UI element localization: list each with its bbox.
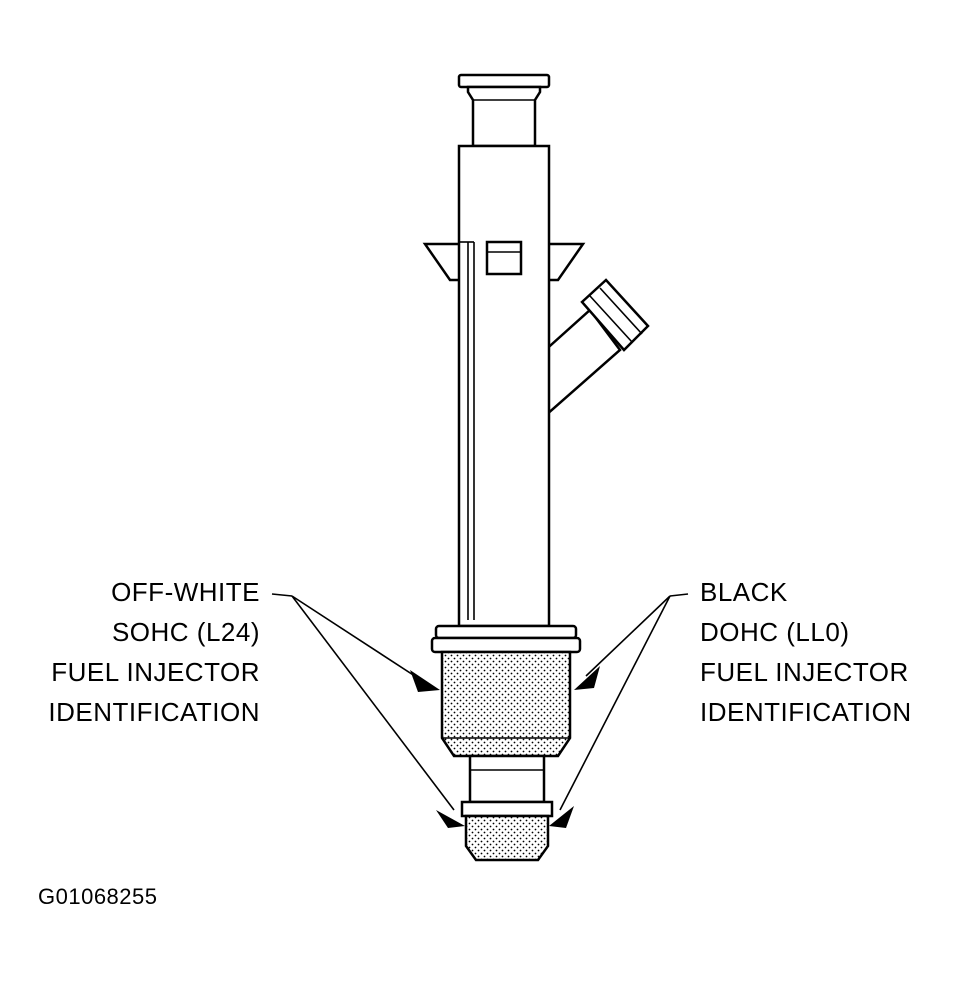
sohc-injector-label: OFF-WHITE SOHC (L24) FUEL INJECTOR IDENT… <box>48 572 260 732</box>
injector-body <box>457 144 551 628</box>
upper-identification-band <box>440 650 572 758</box>
figure-id: G01068255 <box>38 884 158 909</box>
label-right-line-4: IDENTIFICATION <box>700 697 912 727</box>
right-arrowhead-upper <box>574 666 600 690</box>
label-right-line-3: FUEL INJECTOR <box>700 657 909 687</box>
injector-nozzle-shaft <box>468 754 546 804</box>
left-arrowhead-upper <box>410 670 440 692</box>
label-left-line-4: IDENTIFICATION <box>48 697 260 727</box>
label-left-line-2: SOHC (L24) <box>111 617 260 647</box>
label-left-line-3: FUEL INJECTOR <box>51 657 260 687</box>
left-arrowhead-lower <box>436 810 465 828</box>
label-right-line-2: DOHC (LL0) <box>700 617 850 647</box>
dohc-injector-label: BLACK DOHC (LL0) FUEL INJECTOR IDENTIFIC… <box>700 572 912 732</box>
injector-inlet-cap <box>457 73 551 148</box>
left-leader-lines <box>271 593 465 828</box>
label-left-line-1: OFF-WHITE <box>111 577 260 607</box>
right-arrowhead-lower <box>549 806 574 828</box>
right-leader-lines <box>549 593 689 828</box>
lower-identification-tip <box>460 800 554 862</box>
upper-o-ring <box>430 624 582 654</box>
label-right-line-1: BLACK <box>700 577 788 607</box>
